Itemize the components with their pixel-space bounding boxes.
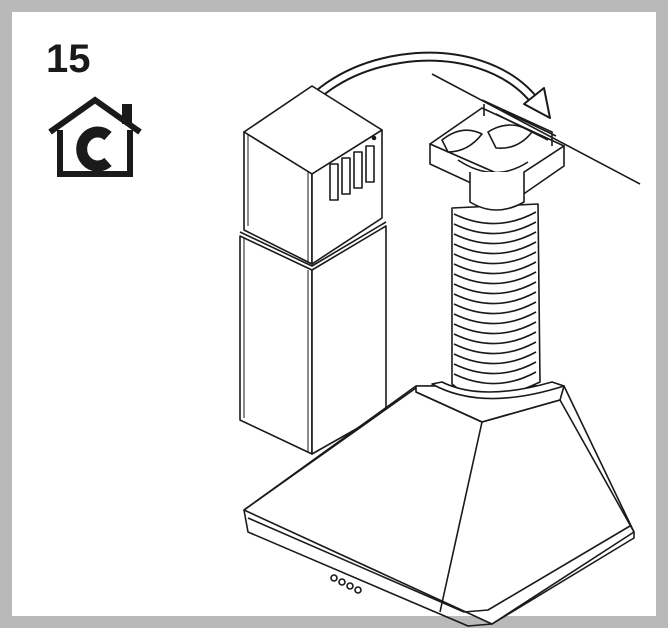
- upper-chimney: [243, 85, 383, 265]
- flexible-duct: [431, 203, 565, 400]
- motor-unit: [429, 99, 565, 211]
- lower-chimney: [239, 221, 387, 455]
- cooker-hood-illustration: [239, 49, 641, 627]
- step-number: 15: [46, 37, 91, 81]
- wall-line: [431, 73, 641, 185]
- house-c-icon: [48, 96, 142, 177]
- hood-body: [243, 385, 635, 627]
